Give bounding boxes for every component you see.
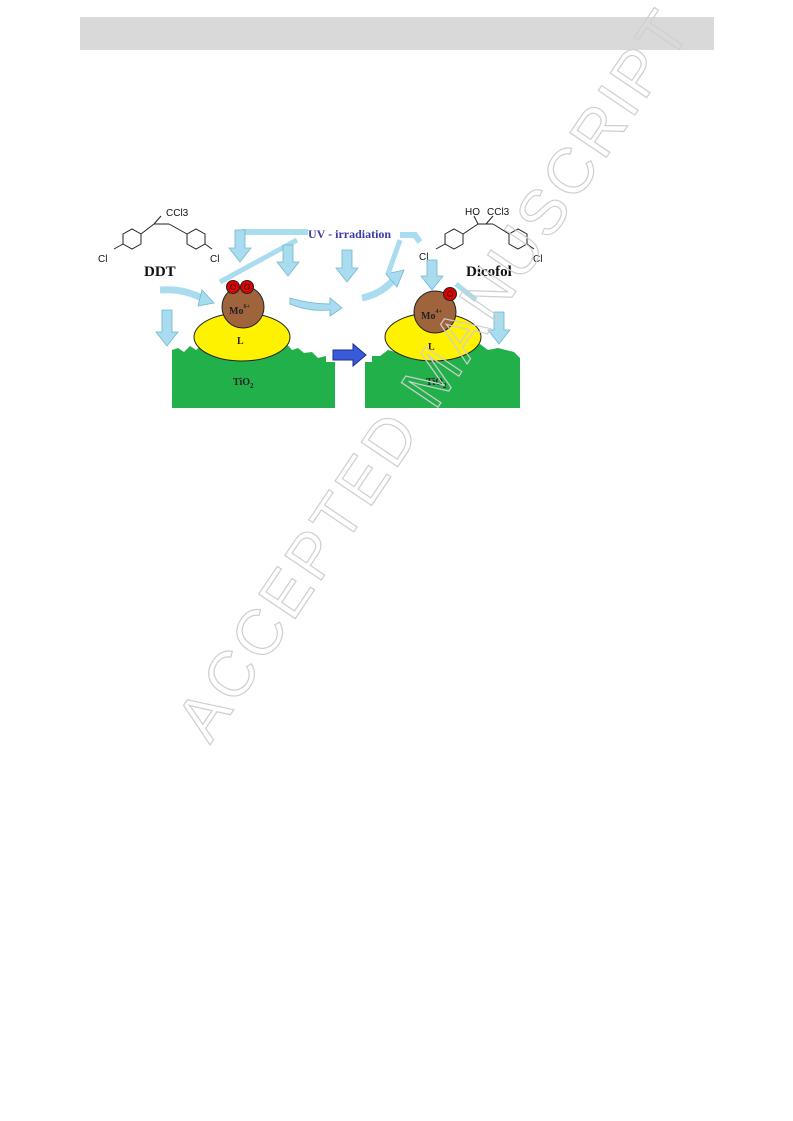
page-header-bar	[80, 17, 714, 50]
uv-arrow-down-3	[335, 249, 359, 283]
right-panel: TiO2 L Mo4+ HO CCl3 Cl Cl Dicofol	[361, 207, 542, 408]
left-tio2-support	[172, 340, 335, 408]
right-ligand-label: L	[428, 342, 435, 353]
ddt-incoming-arrow	[159, 286, 207, 304]
graphical-abstract-figure: TiO2 L Mo6+ CCl3 Cl Cl DDT	[98, 207, 542, 408]
right-tio2-support	[365, 340, 520, 408]
ddt-ccl3-label: CCl3	[166, 208, 189, 219]
left-ligand-label: L	[237, 336, 244, 347]
dicofol-cl-left: Cl	[419, 252, 428, 263]
uv-arrow-down-1	[228, 229, 252, 263]
uv-arrow-right-middle	[289, 297, 343, 317]
left-mo-label: Mo6+	[229, 304, 250, 317]
ddt-structure	[113, 215, 213, 250]
ddt-name-label: DDT	[144, 264, 176, 280]
ddt-cl-right: Cl	[210, 254, 219, 265]
right-mo-sphere	[413, 290, 457, 334]
left-support-label: TiO2	[233, 377, 254, 390]
transformation-arrow	[332, 342, 367, 368]
dicofol-ccl3-label: CCl3	[487, 207, 510, 218]
uv-arrow-down-4	[420, 259, 444, 291]
right-support-label: TiO2	[426, 377, 447, 390]
right-mo-label: Mo4+	[421, 309, 442, 322]
uv-arrow-down-6	[487, 311, 511, 345]
dicofol-hydroxyl-label: HO	[465, 207, 480, 218]
dicofol-structure	[435, 215, 535, 250]
dicofol-release-arrow	[361, 275, 398, 302]
left-oxygen-1	[226, 280, 240, 294]
dicofol-name-label: Dicofol	[466, 264, 512, 280]
uv-irradiation-arrows	[155, 229, 511, 347]
uv-arrow-down-5	[155, 309, 179, 347]
uv-arrow-down-2	[276, 244, 300, 277]
left-oxygen-2	[240, 280, 254, 294]
ddt-cl-left: Cl	[98, 254, 107, 265]
uv-irradiation-label: UV - irradiation	[308, 227, 391, 241]
right-oxygen	[443, 287, 457, 301]
left-panel: TiO2 L Mo6+ CCl3 Cl Cl DDT	[98, 208, 335, 408]
dicofol-cl-right: Cl	[533, 254, 542, 265]
